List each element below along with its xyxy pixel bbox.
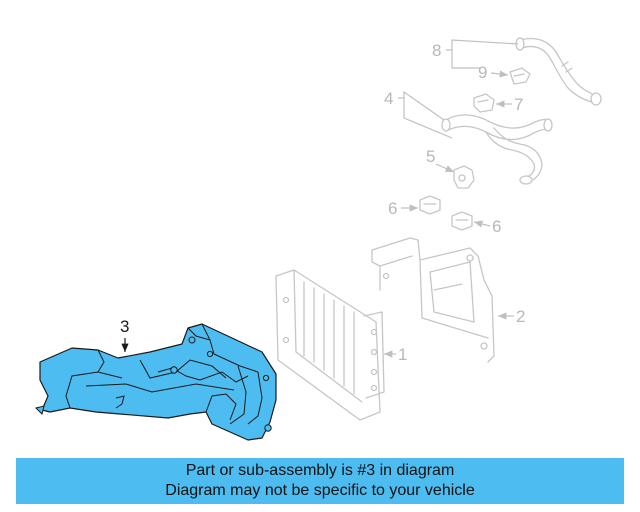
leader-4 — [398, 90, 453, 139]
callout-3: 3 — [120, 317, 129, 336]
banner-line-2: Diagram may not be specific to your vehi… — [165, 482, 475, 499]
callout-1: 1 — [398, 345, 407, 364]
part-2-bracket[interactable] — [371, 237, 495, 363]
banner-line-1: Part or sub-assembly is #3 in diagram — [185, 462, 455, 479]
callout-8: 8 — [432, 41, 441, 60]
callout-6a: 6 — [388, 199, 397, 218]
part-6-clamp-left[interactable] — [419, 195, 441, 215]
callout-2: 2 — [516, 307, 525, 326]
callout-5: 5 — [426, 147, 435, 166]
part-8-hose[interactable] — [515, 37, 602, 106]
leader-6b — [473, 220, 491, 228]
callout-7: 7 — [514, 95, 523, 114]
part-6-clamp-right[interactable] — [451, 211, 473, 231]
part-3-air-duct[interactable] — [35, 323, 277, 441]
part-1-cooler[interactable] — [275, 269, 385, 421]
callout-6b: 6 — [492, 217, 501, 236]
leader-9 — [490, 70, 509, 78]
callout-4: 4 — [384, 89, 393, 108]
leader-8 — [446, 39, 519, 69]
callout-9: 9 — [478, 63, 487, 82]
part-info-banner: Part or sub-assembly is #3 in diagram Di… — [16, 458, 624, 504]
part-7-clamp[interactable] — [473, 93, 495, 113]
part-4-hose[interactable] — [441, 114, 553, 185]
part-9-clamp[interactable] — [509, 67, 531, 85]
part-5-fitting[interactable] — [453, 165, 475, 189]
leader-5 — [435, 163, 455, 173]
